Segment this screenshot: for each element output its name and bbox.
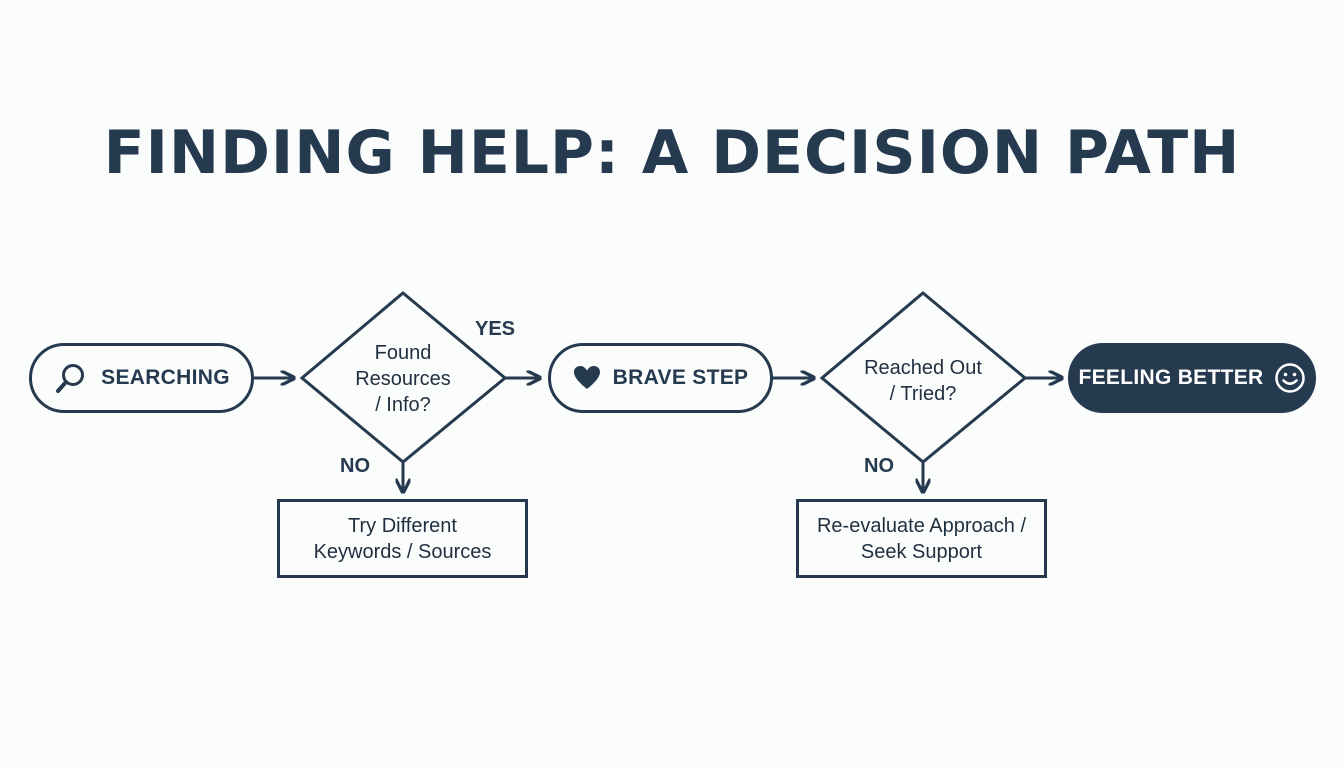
heart-icon [573, 365, 601, 391]
try-different-line-2: Keywords / Sources [313, 540, 492, 563]
node-searching-label: SEARCHING [101, 366, 230, 389]
decision-found-line-1: Found [374, 342, 432, 364]
try-different-line-1: Try Different [348, 514, 457, 537]
smiley-icon [1274, 362, 1306, 394]
search-icon [53, 360, 89, 396]
node-reevaluate: Re-evaluate Approach / Seek Support [796, 499, 1047, 578]
node-try-different: Try Different Keywords / Sources [277, 499, 528, 578]
node-feeling-better-label: FEELING BETTER [1078, 366, 1264, 389]
edge-label-no-second: NO [864, 455, 894, 477]
decision-found-line-2: Resources [355, 368, 451, 390]
decision-found-line-3: / Info? [375, 394, 431, 416]
reevaluate-line-1: Re-evaluate Approach / [816, 514, 1027, 537]
decision-reached-text: Reached Out / Tried? [843, 355, 1003, 407]
decision-found-text: Found Resources / Info? [323, 340, 483, 418]
reevaluate-line-2: Seek Support [860, 540, 983, 563]
node-brave-step-label: BRAVE STEP [612, 366, 749, 389]
decision-reached-line-1: Reached Out [864, 357, 982, 379]
edge-label-no-first: NO [340, 455, 370, 477]
decision-reached-line-2: / Tried? [889, 383, 957, 405]
node-searching: SEARCHING [29, 343, 254, 413]
diagram-title: FINDING HELP: A DECISION PATH [103, 118, 1241, 188]
node-feeling-better: FEELING BETTER [1068, 343, 1316, 413]
node-brave-step: BRAVE STEP [548, 343, 773, 413]
edge-label-yes: YES [475, 318, 516, 340]
